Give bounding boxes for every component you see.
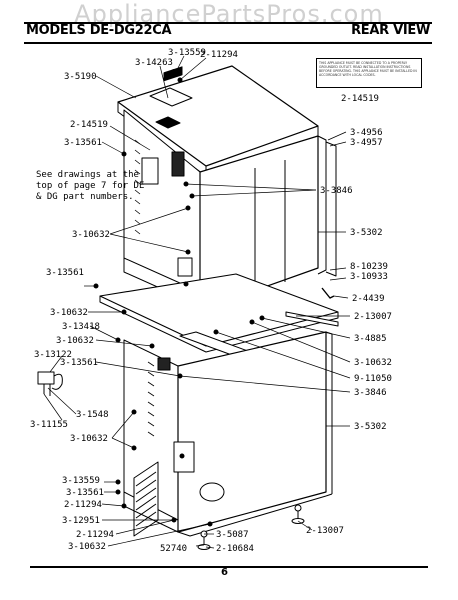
part-label: 3-13559 [168,48,206,58]
hose-clip-detail [37,371,63,396]
side-trim-strip [325,141,337,277]
part-label: 3-3846 [320,186,353,196]
part-label: 3-10632 [354,358,392,368]
view-title: REAR VIEW [351,23,430,38]
part-label: 2-11294 [64,500,102,510]
part-label: 3-1548 [76,410,109,420]
part-label: 3-5087 [216,530,249,540]
warning-label: THIS APPLIANCE MUST BE CONNECTED TO A PR… [316,58,422,88]
header-bar [24,22,432,44]
part-label: 9-11050 [354,374,392,384]
part-label: 3-10933 [350,272,388,282]
part-label: 2-10684 [216,544,254,554]
part-label: 3-3846 [354,388,387,398]
part-label: 3-12951 [62,516,100,526]
upper-side-panel [199,135,319,311]
part-label: 3-5190 [64,72,97,82]
access-plate [141,157,159,185]
part-label: 3-13561 [66,488,104,498]
part-label: 3-10632 [50,308,88,318]
part-label: 3-13559 [62,476,100,486]
part-label: 3-10632 [72,230,110,240]
vent-grille-upper [171,151,185,177]
upper-cabinet [117,65,327,311]
part-label: 2-14519 [341,94,379,104]
part-label: 3-14263 [135,58,173,68]
part-label: 3-13418 [62,322,100,332]
part-label: 3-4885 [354,334,387,344]
part-label: 2-11294 [76,530,114,540]
part-label: 3-4957 [350,138,383,148]
part-label: 3-13561 [60,358,98,368]
part-label: 2-11294 [200,50,238,60]
part-label: 3-10632 [70,434,108,444]
part-label: 3-5302 [350,228,383,238]
leader-lines [43,55,351,549]
part-label: 2-13007 [306,526,344,536]
part-label: 8-10239 [350,262,388,272]
lower-side-panel [177,331,327,533]
part-label: 2-14519 [70,120,108,130]
part-label: 3-13122 [34,350,72,360]
models-title: MODELS DE-DG22CA [26,23,172,38]
louvered-cover [133,461,159,537]
footer-rule [30,566,428,568]
page-number: 6 [221,567,228,578]
vent-grille-lower [157,357,171,371]
part-label: 3-4956 [350,128,383,138]
part-label: 2-13007 [354,312,392,322]
part-label: 3-10632 [68,542,106,552]
part-label: 3-13561 [64,138,102,148]
exhaust-port-lower [199,482,225,502]
part-label: 3-10632 [56,336,94,346]
part-label: 2-4439 [352,294,385,304]
part-label: 52740 [160,544,188,554]
part-label: 3-5302 [354,422,387,432]
lower-cabinet [123,331,333,550]
stacking-frame [99,273,339,359]
part-label: 3-11155 [30,420,68,430]
part-label: 3-13561 [46,268,84,278]
cross-reference-note: See drawings at the top of page 7 for DE… [36,170,145,202]
